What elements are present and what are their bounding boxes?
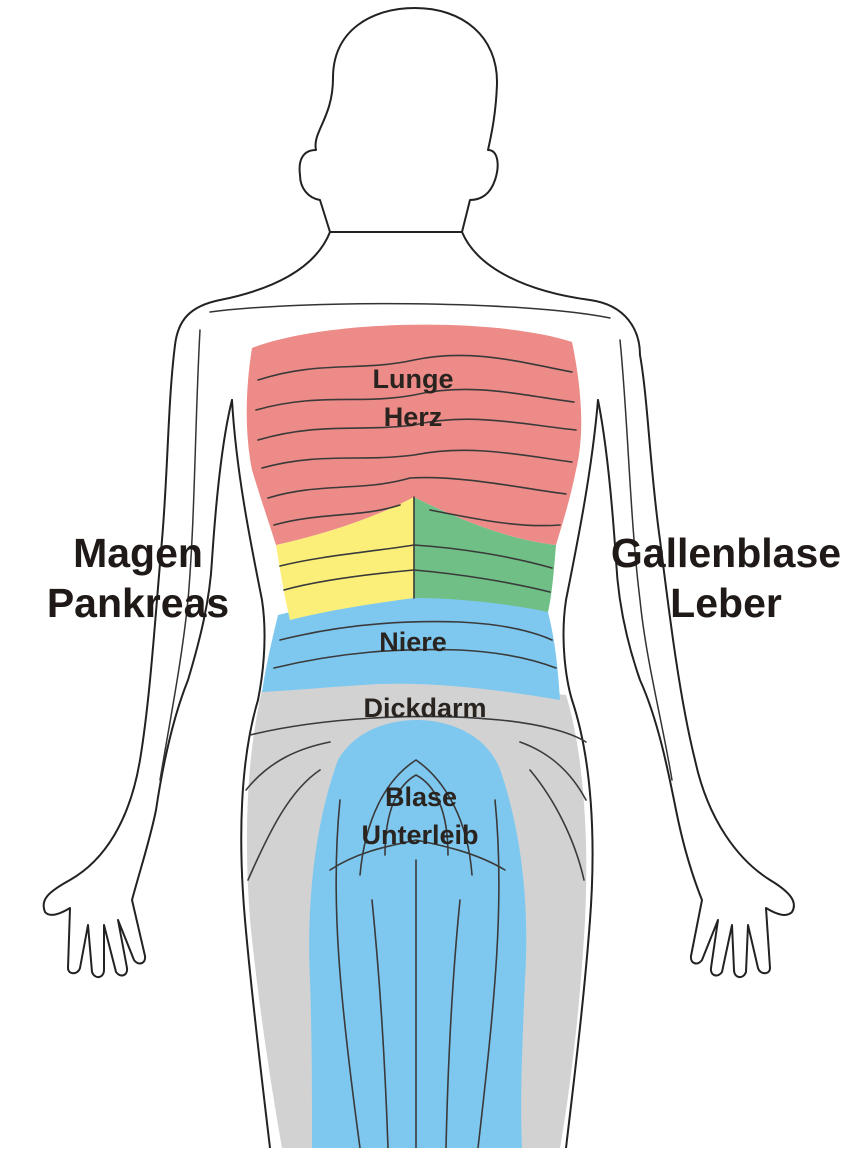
shoulder-line [209,302,611,319]
zone-contours [245,354,587,881]
legs-outline [240,699,594,1149]
zone-kidney [262,596,560,700]
label-unterleib: Unterleib [361,820,478,850]
label-magen: Magen [73,530,203,576]
zone-stomach-pancreas [276,497,414,620]
arm-inner-left [159,329,201,781]
bladder-contours [329,759,506,1149]
zone-gallbladder-liver [414,497,556,612]
label-niere: Niere [379,627,447,657]
label-lunge: Lunge [373,364,454,394]
left-arm [42,344,233,978]
arm-inner-right [619,339,673,781]
torso-left [231,399,266,701]
head [298,7,499,233]
label-blase: Blase [385,782,457,812]
figure-outline [42,7,795,1149]
label-leber: Leber [670,580,782,626]
label-pankreas: Pankreas [47,580,229,626]
label-dickdarm: Dickdarm [363,693,486,723]
zone-lung-heart [246,324,582,545]
right-arm [597,354,795,978]
zone-bladder [309,720,527,1148]
label-herz: Herz [384,402,443,432]
label-gallenblase: Gallenblase [611,530,841,576]
torso-right [562,399,599,701]
neck-shoulders [174,231,641,356]
